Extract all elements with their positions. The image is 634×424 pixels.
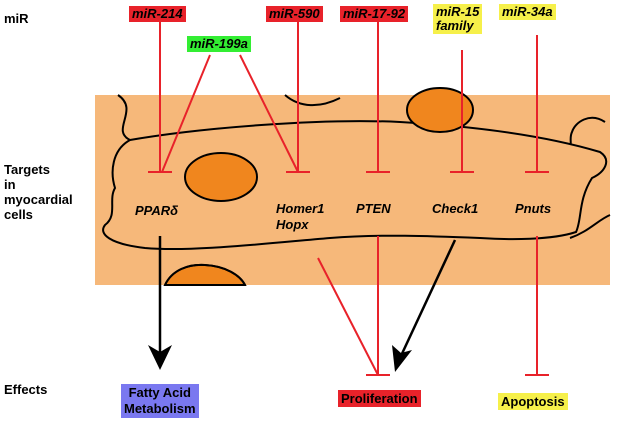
cell-border-right-lower <box>569 214 611 239</box>
mirna-badge-mir15-family: miR-15 family <box>433 4 483 34</box>
row-label-targets: Targets in myocardial cells <box>4 162 73 222</box>
mirna-badge-mir214: miR-214 <box>129 6 186 22</box>
effect-proliferation: Proliferation <box>338 390 421 407</box>
mirna-badge-mir1792: miR-17-92 <box>340 6 409 22</box>
mirna-badge-mir199a: miR-199a <box>187 36 251 52</box>
mirna-badge-mir15-line1: miR-15 <box>436 4 480 19</box>
row-label-targets-line1: Targets <box>4 162 50 177</box>
effect-fatty-acid-metabolism: Fatty Acid Metabolism <box>121 384 199 418</box>
arrowhead-fatty-acid <box>148 345 172 370</box>
row-label-targets-line2: in <box>4 177 16 192</box>
target-pten: PTEN <box>356 201 391 216</box>
mirna-badge-mir15-line2: family <box>436 18 474 33</box>
target-check1: Check1 <box>432 201 479 216</box>
nucleus-top-cell <box>406 87 474 133</box>
row-label-targets-line4: cells <box>4 207 33 222</box>
target-ppard: PPARδ <box>135 203 179 218</box>
target-pnuts: Pnuts <box>515 201 552 216</box>
inhibit-mir199a-ppard <box>161 54 211 173</box>
nucleus-main-cell <box>184 152 258 202</box>
target-hopx: Hopx <box>276 217 309 232</box>
cell-border-top-left <box>117 94 131 141</box>
inhibit-mir199a-homer1 <box>239 54 299 173</box>
row-label-effects: Effects <box>4 382 48 397</box>
row-label-targets-line3: myocardial <box>4 192 73 207</box>
cell-border-bottom <box>164 263 246 286</box>
mirna-badge-mir590: miR-590 <box>266 6 323 22</box>
arrowhead-proliferation <box>392 345 412 372</box>
effect-fatty-acid-line2: Metabolism <box>124 401 196 416</box>
effect-apoptosis: Apoptosis <box>498 393 568 410</box>
row-label-mir: miR <box>4 11 29 26</box>
activate-check1-proliferation <box>398 239 457 359</box>
target-homer1: Homer1 <box>276 201 325 216</box>
mirna-badge-mir34a: miR-34a <box>499 4 556 20</box>
cell-border-top-mid <box>284 94 341 107</box>
elongated-cardiomyocyte <box>102 120 608 251</box>
inhibit-homer1-proliferation <box>317 257 379 376</box>
effect-fatty-acid-line1: Fatty Acid <box>128 385 191 400</box>
